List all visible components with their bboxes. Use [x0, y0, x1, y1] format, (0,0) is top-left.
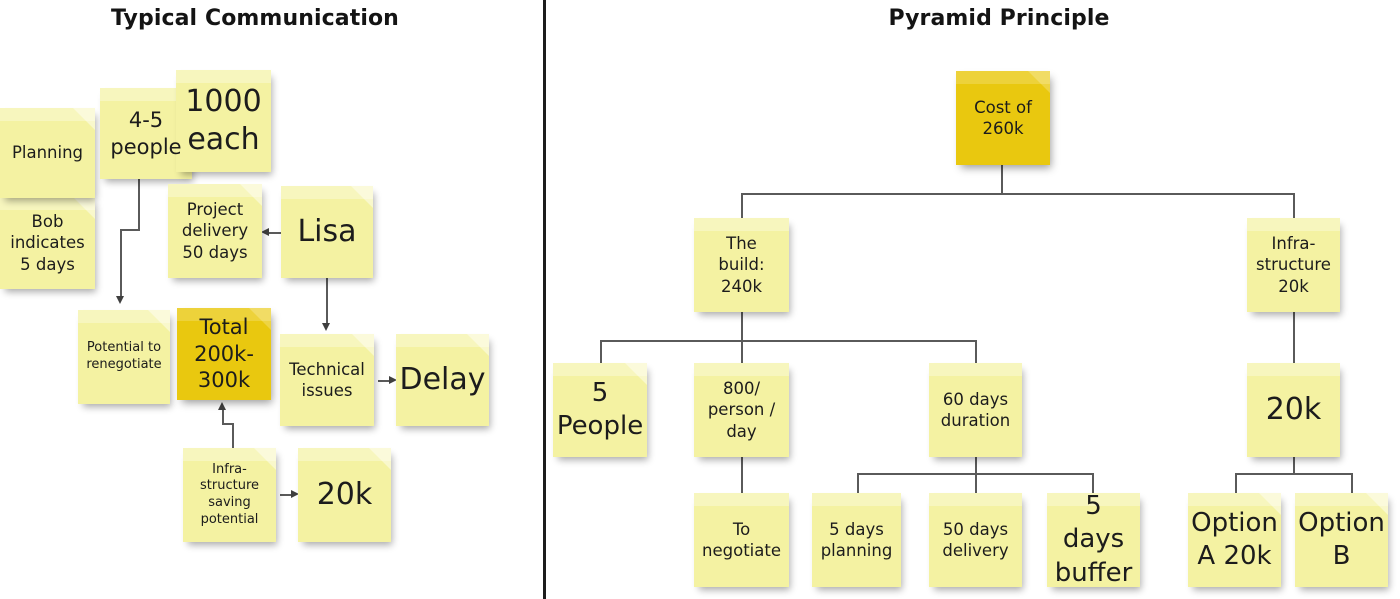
note-text: Infra- structure saving potential	[200, 461, 259, 527]
note-text: 5 days planning	[820, 519, 893, 560]
connector-level1-bar	[741, 193, 1294, 195]
connector-level1-drop-build	[741, 193, 743, 218]
arrowhead-to-20k-left	[291, 490, 299, 498]
connector-people-vertical-2	[120, 229, 122, 297]
note-delay[interactable]: Delay	[396, 334, 489, 426]
note-800-person-day[interactable]: 800/ person / day	[694, 363, 789, 457]
note-text: 50 days delivery	[942, 519, 1009, 560]
note-5-people[interactable]: 5 People	[553, 363, 647, 457]
note-text: Cost of 260k	[974, 97, 1032, 138]
connector-20k-drop-a	[1235, 473, 1237, 493]
connector-infra-vertical-2	[222, 409, 224, 424]
note-text: The build: 240k	[718, 234, 765, 296]
note-total-200k-300k[interactable]: Total 200k- 300k	[177, 308, 271, 400]
note-cost-of-260k[interactable]: Cost of 260k	[956, 71, 1050, 165]
connector-lisa-to-delivery	[268, 232, 282, 234]
note-to-negotiate[interactable]: To negotiate	[694, 493, 789, 587]
note-50-days-delivery[interactable]: 50 days delivery	[929, 493, 1022, 587]
note-option-a-20k[interactable]: Option A 20k	[1188, 493, 1281, 587]
note-text: Potential to renegotiate	[86, 340, 162, 372]
connector-infra-vertical	[232, 424, 234, 448]
note-text: Option A 20k	[1191, 507, 1278, 571]
connector-build-drop-800	[741, 340, 743, 363]
note-text: Bob indicates 5 days	[10, 212, 85, 274]
note-text: 20k	[316, 476, 373, 512]
connector-800-to-negotiate	[741, 457, 743, 493]
note-text: Lisa	[297, 213, 357, 249]
note-20k-left[interactable]: 20k	[298, 448, 391, 542]
note-text: 60 days duration	[940, 389, 1011, 430]
connector-root-stem	[1001, 165, 1003, 194]
connector-60days-drop-del	[975, 473, 977, 493]
connector-build-drop-60days	[975, 340, 977, 363]
note-the-build-240k[interactable]: The build: 240k	[694, 218, 789, 312]
connector-infra-to-20k-right	[1293, 312, 1295, 363]
note-technical-issues[interactable]: Technical issues	[280, 334, 374, 426]
connector-people-vertical	[138, 178, 140, 230]
note-bob-indicates[interactable]: Bob indicates 5 days	[0, 197, 95, 289]
connector-build-stem	[741, 312, 743, 341]
connector-20k-drop-b	[1351, 473, 1353, 493]
note-planning[interactable]: Planning	[0, 108, 95, 198]
note-infrastructure-20k[interactable]: Infra- structure 20k	[1247, 218, 1340, 312]
connector-20k-stem	[1293, 457, 1295, 474]
note-text: 1000 each	[185, 83, 262, 157]
note-60-days-duration[interactable]: 60 days duration	[929, 363, 1022, 457]
panel-divider	[543, 0, 546, 599]
note-text: Option B	[1298, 507, 1385, 571]
note-5-days-planning[interactable]: 5 days planning	[812, 493, 901, 587]
note-5-days-buffer[interactable]: 5 days buffer	[1047, 493, 1140, 587]
connector-20k-bar	[1235, 473, 1352, 475]
arrowhead-to-technical	[322, 323, 330, 331]
note-20k-right[interactable]: 20k	[1247, 363, 1340, 457]
connector-technical-to-delay	[378, 380, 390, 382]
note-text: To negotiate	[702, 519, 781, 560]
note-text: 5 People	[556, 377, 644, 441]
connector-lisa-vertical	[326, 278, 328, 324]
note-text: Project delivery 50 days	[181, 200, 249, 262]
connector-infra-horizontal	[222, 423, 234, 425]
note-text: 4-5 people	[110, 107, 182, 159]
connector-60days-drop-plan	[857, 473, 859, 493]
note-option-b[interactable]: Option B	[1295, 493, 1388, 587]
note-text: 800/ person / day	[707, 379, 776, 441]
note-lisa[interactable]: Lisa	[281, 186, 373, 278]
arrowhead-to-total	[218, 402, 226, 410]
note-project-delivery[interactable]: Project delivery 50 days	[168, 184, 262, 278]
note-text: 20k	[1265, 391, 1322, 427]
connector-build-bar	[600, 340, 976, 342]
arrowhead-to-delay	[389, 376, 397, 384]
note-text: 5 days buffer	[1054, 493, 1133, 587]
note-text: Infra- structure 20k	[1256, 234, 1331, 296]
note-infrastructure-saving-potential[interactable]: Infra- structure saving potential	[183, 448, 276, 542]
arrowhead-to-project-delivery	[261, 228, 269, 236]
connector-people-horizontal	[120, 229, 140, 231]
connector-build-drop-people	[600, 340, 602, 363]
connector-60days-drop-buffer	[1092, 473, 1094, 493]
note-text: Total 200k- 300k	[194, 314, 254, 393]
page-title-left: Typical Communication	[111, 6, 399, 31]
arrowhead-to-potential	[116, 296, 124, 304]
connector-level1-drop-infra	[1293, 193, 1295, 218]
note-text: Technical issues	[289, 359, 365, 400]
connector-60days-stem	[975, 457, 977, 474]
note-text: Planning	[11, 143, 84, 163]
connector-infra-to-20k	[280, 494, 292, 496]
note-1000-each[interactable]: 1000 each	[176, 70, 271, 172]
page-title-right: Pyramid Principle	[888, 6, 1110, 31]
note-text: Delay	[399, 361, 486, 397]
note-potential-to-renegotiate[interactable]: Potential to renegotiate	[78, 310, 170, 404]
